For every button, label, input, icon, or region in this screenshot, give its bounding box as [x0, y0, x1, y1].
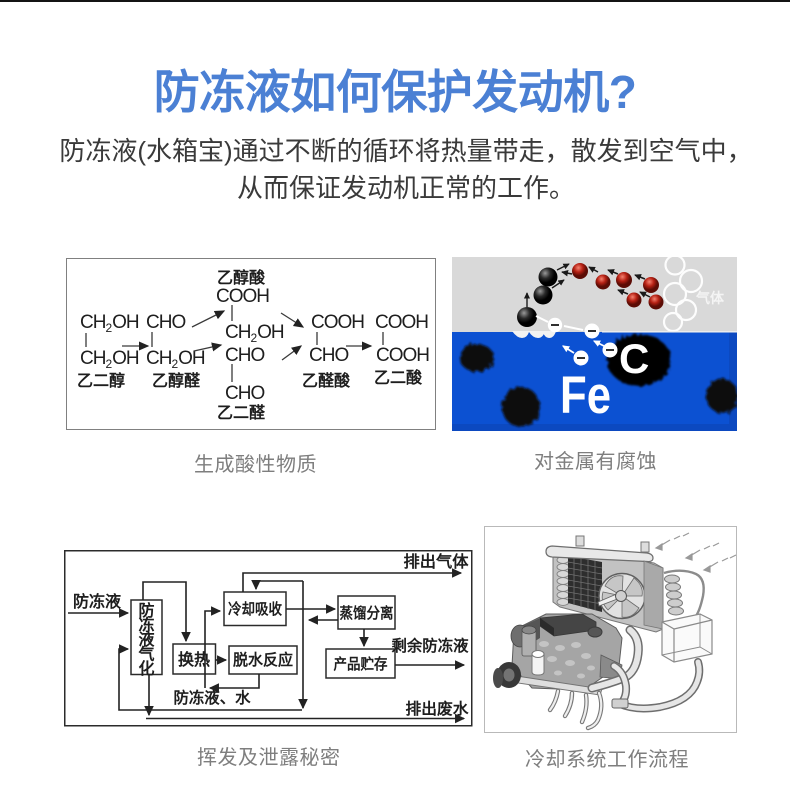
svg-text:CHO: CHO: [225, 383, 264, 404]
svg-text:气体: 气体: [695, 290, 725, 306]
svg-text:蒸馏分离: 蒸馏分离: [340, 604, 394, 622]
svg-text:冷却吸收: 冷却吸收: [228, 600, 282, 618]
svg-text:CHO: CHO: [225, 345, 264, 366]
svg-text:CHO: CHO: [309, 345, 348, 366]
svg-text:CH2OH: CH2OH: [146, 348, 205, 371]
svg-text:乙醇酸: 乙醇酸: [217, 268, 266, 287]
svg-text:排出废水: 排出废水: [406, 699, 469, 718]
svg-text:C: C: [619, 335, 649, 382]
svg-text:产品贮存: 产品贮存: [334, 655, 388, 673]
svg-text:防冻液气化: 防冻液气化: [137, 601, 155, 678]
svg-text:防冻液、水: 防冻液、水: [174, 688, 251, 707]
svg-text:剩余防冻液: 剩余防冻液: [392, 636, 469, 655]
svg-text:乙醛酸: 乙醛酸: [302, 371, 351, 390]
svg-text:CH2OH: CH2OH: [80, 348, 139, 371]
svg-text:乙二醛: 乙二醛: [217, 403, 266, 422]
svg-text:换热: 换热: [178, 650, 210, 669]
svg-text:脱水反应: 脱水反应: [233, 650, 293, 669]
svg-text:乙二酸: 乙二酸: [374, 368, 423, 387]
svg-text:COOH: COOH: [376, 345, 429, 366]
svg-text:Fe: Fe: [560, 366, 611, 425]
svg-text:CH2OH: CH2OH: [80, 312, 139, 335]
svg-text:COOH: COOH: [311, 312, 364, 333]
svg-text:COOH: COOH: [375, 312, 428, 333]
svg-text:CH2OH: CH2OH: [225, 322, 284, 345]
svg-text:防冻液: 防冻液: [73, 592, 122, 611]
svg-text:CHO: CHO: [146, 312, 185, 333]
svg-text:乙二醇: 乙二醇: [77, 371, 125, 390]
svg-text:排出气体: 排出气体: [404, 552, 470, 571]
svg-text:COOH: COOH: [216, 286, 269, 307]
svg-text:乙醇醛: 乙醇醛: [152, 371, 201, 390]
